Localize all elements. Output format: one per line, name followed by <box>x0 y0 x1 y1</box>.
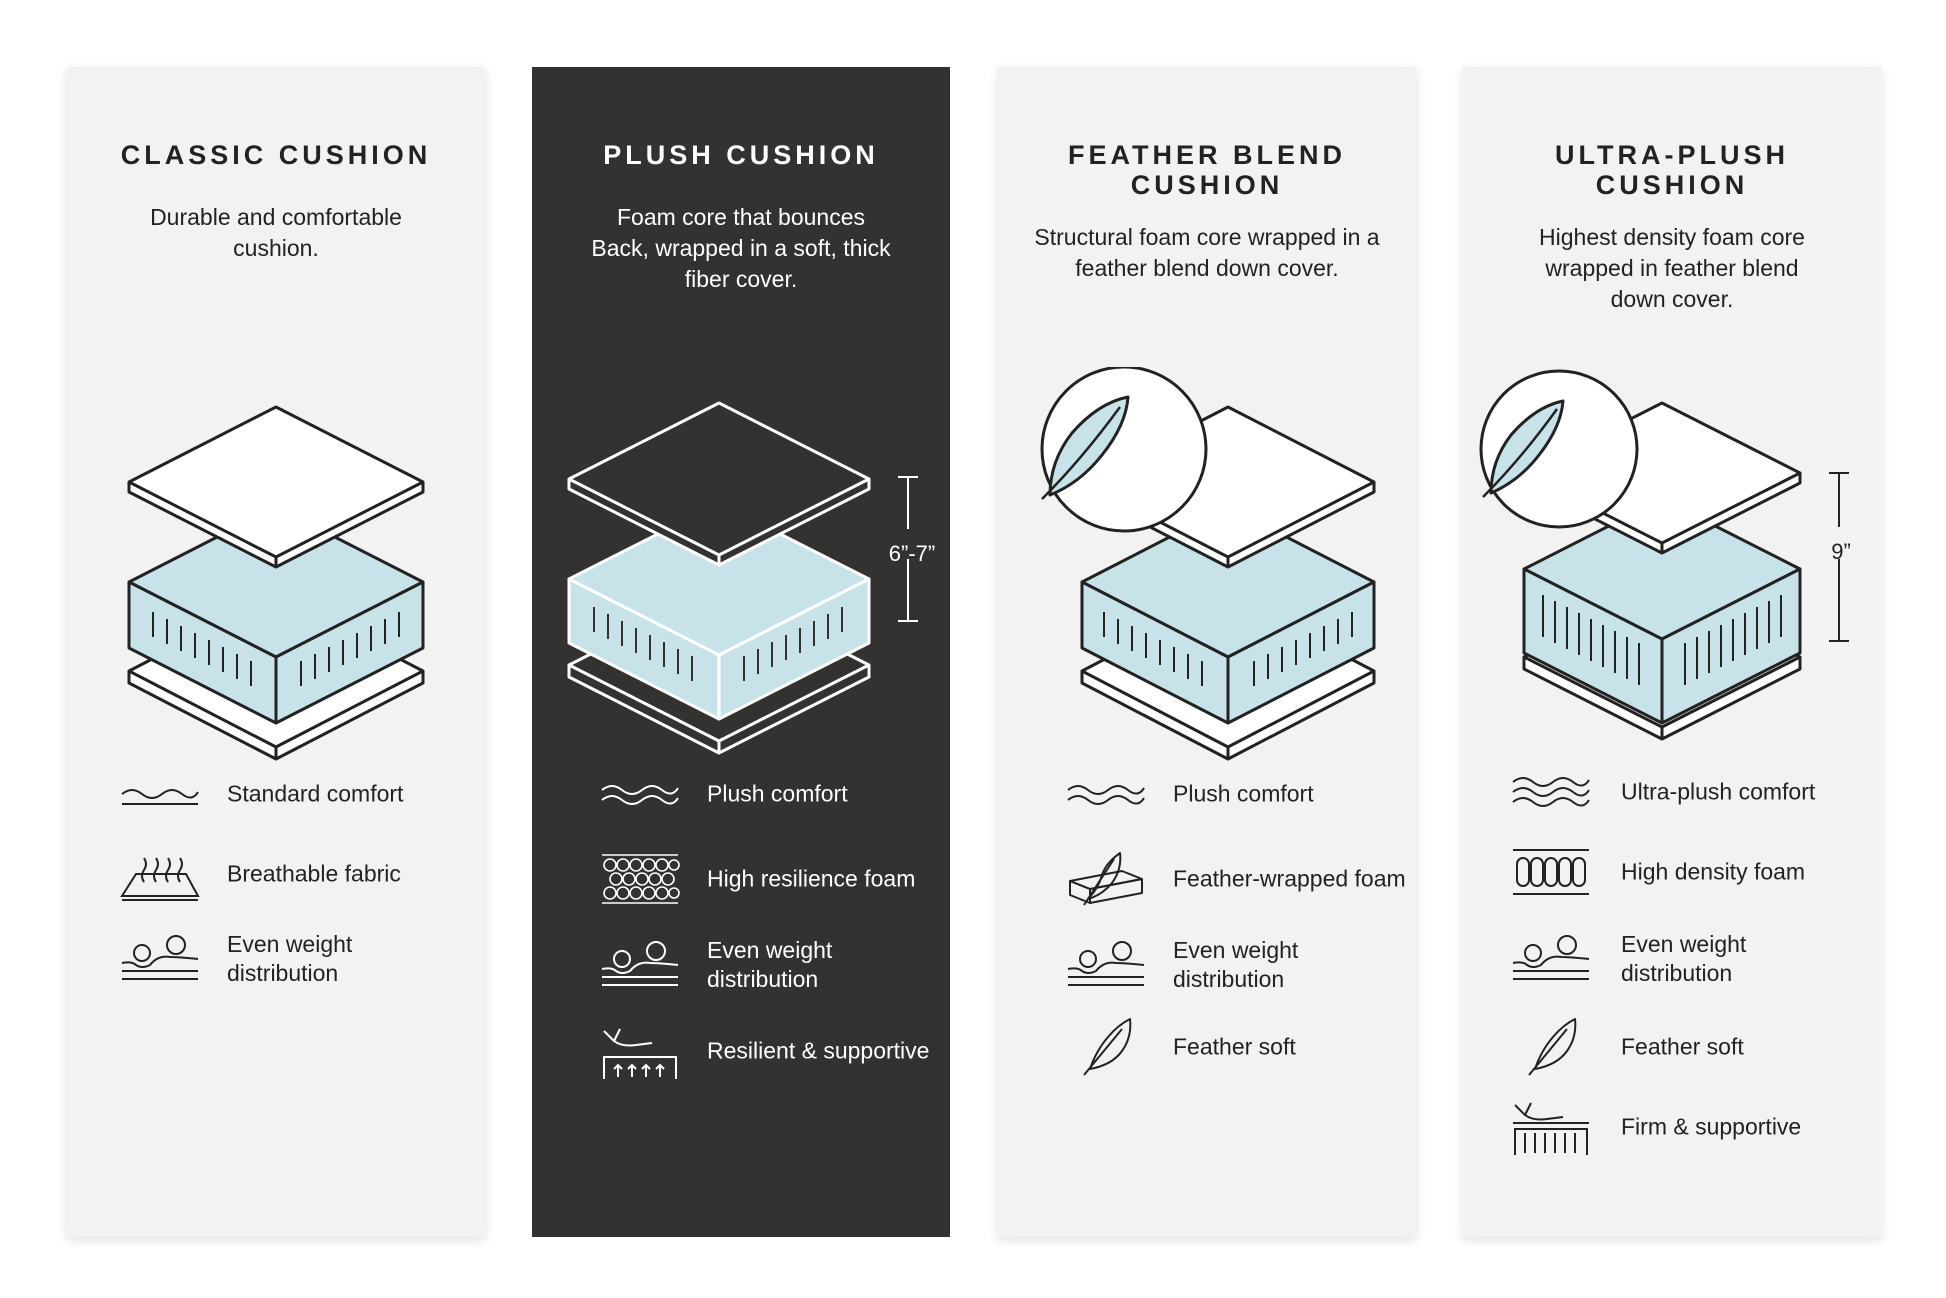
card-title: ULTRA-PLUSH CUSHION <box>1555 140 1789 200</box>
support-icon <box>603 1028 677 1079</box>
feature-item: High density foam <box>1511 837 1871 907</box>
card-title: PLUSH CUSHION <box>603 140 879 170</box>
card-description: Foam core that bounces Back, wrapped in … <box>591 204 891 292</box>
feature-label: Ultra-plush comfort <box>1621 778 1816 805</box>
firm-support-icon <box>1513 1102 1589 1155</box>
dimension-bracket <box>898 476 918 622</box>
feature-item: Even weight distribution <box>1066 925 1406 1005</box>
card-ultra-plush-cushion: ULTRA-PLUSH CUSHION Highest density foam… <box>1463 67 1881 1237</box>
feature-label: Even weight distribution <box>707 937 833 992</box>
feature-label: Plush comfort <box>1173 780 1314 807</box>
feather-icon <box>1083 1018 1132 1076</box>
double-wave-icon <box>1067 785 1145 805</box>
feature-label: High density foam <box>1621 858 1806 885</box>
feature-item: High resilience foam <box>600 839 940 919</box>
honeycomb-foam-icon <box>602 854 680 904</box>
feature-label: Feather soft <box>1621 1033 1744 1060</box>
cushion-layers-illustration <box>1479 369 1849 741</box>
weight-distribution-icon <box>1067 941 1145 986</box>
feature-label: Firm & supportive <box>1621 1113 1802 1140</box>
cushion-layers-illustration <box>127 405 425 761</box>
card-title: FEATHER BLEND CUSHION <box>1068 140 1346 200</box>
feature-label: Even weight distribution <box>227 931 353 986</box>
feature-list: Ultra-plush comfort High density foam <box>1511 67 1871 1237</box>
weight-distribution-icon <box>121 935 199 980</box>
feature-item: Plush comfort <box>1066 759 1406 829</box>
feature-label: Resilient & supportive <box>707 1037 930 1064</box>
feature-item: Resilient & supportive <box>600 1011 940 1091</box>
weight-distribution-icon <box>1512 935 1590 980</box>
high-density-foam-icon <box>1513 849 1589 895</box>
feature-item: Ultra-plush comfort <box>1511 757 1871 827</box>
dimension-bracket <box>1829 472 1849 642</box>
feather-badge <box>1040 367 1208 533</box>
triple-wave-icon <box>1512 777 1590 807</box>
card-description: Structural foam core wrapped in a feathe… <box>1034 224 1380 281</box>
feature-label: Feather soft <box>1173 1033 1296 1060</box>
feature-item: Breathable fabric <box>120 839 475 909</box>
cushion-layers-illustration <box>567 401 918 755</box>
feature-item: Even weight distribution <box>600 925 940 1005</box>
card-feather-blend-cushion: FEATHER BLEND CUSHION Structural foam co… <box>998 67 1416 1237</box>
feature-item: Standard comfort <box>120 759 475 829</box>
feature-label: Feather-wrapped foam <box>1173 865 1406 892</box>
feature-item: Feather-wrapped foam <box>1066 839 1406 919</box>
feature-item: Even weight distribution <box>1511 919 1871 999</box>
card-description: Durable and comfortable cushion. <box>150 204 402 261</box>
card-title: CLASSIC CUSHION <box>120 140 432 170</box>
feature-list: Plush comfort High resilience foam <box>600 67 940 1237</box>
feature-item: Firm & supportive <box>1511 1087 1871 1167</box>
feather-icon <box>1528 1018 1577 1076</box>
feature-item: Plush comfort <box>600 759 940 829</box>
feature-label: Breathable fabric <box>227 860 401 887</box>
feature-item: Feather soft <box>1511 1007 1871 1087</box>
feature-item: Feather soft <box>1066 1007 1406 1087</box>
card-description: Highest density foam core wrapped in fea… <box>1539 224 1805 312</box>
feather-wrapped-foam-icon <box>1069 852 1143 906</box>
feature-label: Standard comfort <box>227 780 404 807</box>
feature-label: High resilience foam <box>707 865 916 892</box>
feature-label: Plush comfort <box>707 780 848 807</box>
feature-label: Even weight distribution <box>1621 931 1747 986</box>
double-wave-icon <box>601 785 679 805</box>
wave-icon <box>121 789 199 805</box>
card-plush-cushion: PLUSH CUSHION Foam core that bounces Bac… <box>532 67 950 1237</box>
card-classic-cushion: CLASSIC CUSHION Durable and comfortable … <box>67 67 485 1237</box>
feature-item: Even weight distribution <box>120 919 475 999</box>
cushion-layers-illustration <box>1040 367 1376 761</box>
feature-list: Plush comfort Feather-wrapped foam <box>1066 67 1406 1237</box>
dimension-label: 9” <box>1831 539 1851 564</box>
feature-list: Standard comfort Breathable fabric <box>120 67 475 1237</box>
feature-label: Even weight distribution <box>1173 937 1299 992</box>
feather-badge <box>1479 369 1639 529</box>
dimension-label: 6”-7” <box>888 541 936 566</box>
breathable-fabric-icon <box>120 857 200 901</box>
weight-distribution-icon <box>601 941 679 986</box>
